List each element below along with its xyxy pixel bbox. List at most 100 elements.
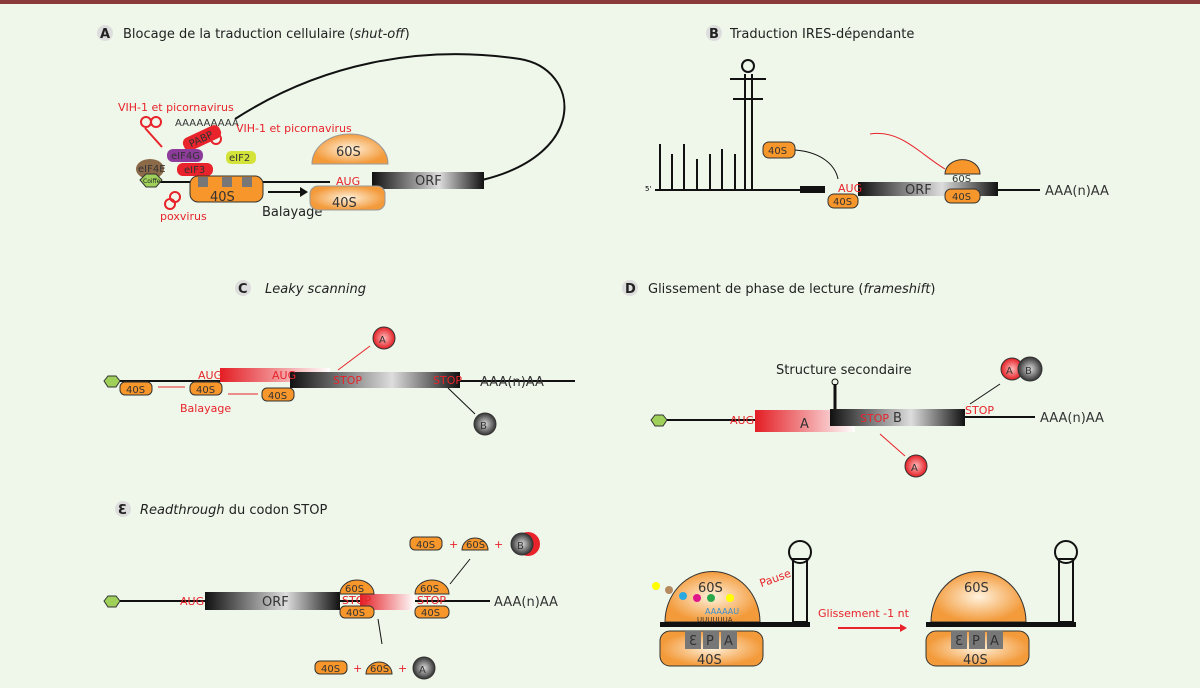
ires-structure <box>655 59 800 191</box>
poxvirus-label: poxvirus <box>160 210 207 223</box>
aug-label: AUG <box>180 595 204 608</box>
panel-d: D Glissement de phase de lecture (frames… <box>622 280 1104 668</box>
frameshift-before: 60S AAAAAU UUUUUUA Ɛ P A 40S Pause <box>652 540 812 668</box>
ribosome-60s <box>311 133 389 165</box>
aug2-label: AUG <box>272 369 296 382</box>
aug1-label: AUG <box>198 369 222 382</box>
plus: + <box>449 538 458 551</box>
products-readthrough: 40S + 60S + B <box>409 532 540 556</box>
label-40s: 40S <box>768 146 787 157</box>
coiffe-label: Coiffe <box>143 178 161 185</box>
stop2-label: STOP <box>965 404 994 417</box>
aug-label: AUG <box>730 414 754 427</box>
e-site-b: Ɛ <box>955 634 963 649</box>
label-60s: 60S <box>952 174 971 185</box>
t-40s: 40S <box>321 664 340 675</box>
p-site: P <box>706 634 714 649</box>
orf-b-label: B <box>893 411 902 426</box>
mrna-loop <box>234 53 566 181</box>
codons-label: AAAAAU <box>705 607 739 616</box>
polya-label: AAA(n)AA <box>494 595 558 610</box>
polya-label: AAA(n)AA <box>480 375 544 390</box>
stop-label: STOP <box>342 594 371 607</box>
scissors-icon <box>140 116 222 210</box>
panel-b: B Traduction IRES-dépendante ORF 5' AAA(… <box>645 25 1109 209</box>
frameshift-after: 60S Ɛ P A 40S <box>925 540 1078 668</box>
protein-a-label: A <box>911 463 918 474</box>
panel-c: C Leaky scanning AUG AUG STOP STOP AAA(n… <box>103 280 575 436</box>
orf-label: ORF <box>262 595 289 610</box>
label-40s: 40S <box>126 385 145 396</box>
label-40s-b: 40S <box>833 197 852 208</box>
stop1-label: STOP <box>860 412 889 425</box>
panel-a: A Blocage de la traduction cellulaire (s… <box>97 25 566 223</box>
panel-e: Ɛ Readthrough du codon STOP AUG ORF AAA(… <box>103 501 558 680</box>
panel-letter: C <box>238 282 248 297</box>
diagram: A Blocage de la traduction cellulaire (s… <box>97 25 1109 680</box>
five-prime-label: 5' <box>645 185 651 193</box>
p-40s: 40S <box>416 540 435 551</box>
polya-label: AAA(n)AA <box>1040 411 1104 426</box>
p-site-b: P <box>972 634 980 649</box>
e-site: Ɛ <box>689 634 697 649</box>
protein-b-label: B <box>480 421 487 432</box>
stop1-label: STOP <box>333 374 362 387</box>
vih1-label: VIH-1 et picornavirus <box>118 101 234 114</box>
orf-label: ORF <box>415 174 442 189</box>
vih2-label: VIH-1 et picornavirus <box>236 122 352 135</box>
label-40s: 40S <box>697 653 722 668</box>
panel-title: Blocage de la traduction cellulaire (shu… <box>123 27 410 42</box>
balayage-label: Balayage <box>262 205 322 220</box>
label-40s: 40S <box>346 608 365 619</box>
orf-a-label: A <box>800 417 809 432</box>
eif4e-label: eIF4E <box>138 164 166 175</box>
label-40s: 40S <box>210 190 235 205</box>
orf-label: ORF <box>905 183 932 198</box>
protein-a-label: A <box>379 335 386 346</box>
label-60s-b: 60S <box>420 584 439 595</box>
plus-c: + <box>353 662 362 675</box>
label-60s-b: 60S <box>964 581 989 596</box>
polya-label: AAA(n)AA <box>1045 184 1109 199</box>
products-termination: 40S + 60S + A <box>314 656 436 680</box>
panel-title: Glissement de phase de lecture (frameshi… <box>648 282 935 297</box>
fusion-a-label: A <box>1006 366 1013 377</box>
panel-title: Traduction IRES-dépendante <box>729 27 914 42</box>
stop2-label: STOP <box>433 374 462 387</box>
fusion-b-label: B <box>1025 366 1032 377</box>
secondary-structure-label: Structure secondaire <box>776 363 912 378</box>
eif3-label: eIF3 <box>184 165 205 176</box>
protein-b-label: B <box>517 541 524 552</box>
orf-box <box>372 172 484 189</box>
eif2-label: eIF2 <box>229 153 250 164</box>
polya-label: AAAAAAAAA <box>175 118 239 129</box>
protein-b <box>473 412 497 436</box>
stop-label-b: STOP <box>417 594 446 607</box>
panel-letter: Ɛ <box>118 503 127 518</box>
label-40s-c: 40S <box>268 391 287 402</box>
t-60s: 60S <box>370 664 389 675</box>
panel-title: Readthrough du codon STOP <box>140 503 327 518</box>
balayage-label: Balayage <box>180 402 231 415</box>
panel-title: Leaky scanning <box>265 282 366 297</box>
a-site: A <box>724 634 733 649</box>
plus-b: + <box>494 538 503 551</box>
label-40s-c: 40S <box>952 192 971 203</box>
label-40s-b: 40S <box>963 653 988 668</box>
label-60s: 60S <box>336 145 361 160</box>
panel-letter: B <box>709 27 719 42</box>
label-40s-b: 40S <box>421 608 440 619</box>
mrna-label: UUUUUUA <box>697 616 733 624</box>
glissement-label: Glissement -1 nt <box>818 607 910 620</box>
label-40s-b: 40S <box>332 196 357 211</box>
protein-a-label: A <box>419 665 426 676</box>
plus-d: + <box>398 662 407 675</box>
p-60s: 60S <box>466 540 485 551</box>
aug-label: AUG <box>838 182 862 195</box>
panel-letter: D <box>625 282 636 297</box>
eif4g-label: eIF4G <box>171 151 200 162</box>
label-60s: 60S <box>345 584 364 595</box>
pause-label: Pause <box>758 567 793 590</box>
panel-letter: A <box>100 27 110 42</box>
